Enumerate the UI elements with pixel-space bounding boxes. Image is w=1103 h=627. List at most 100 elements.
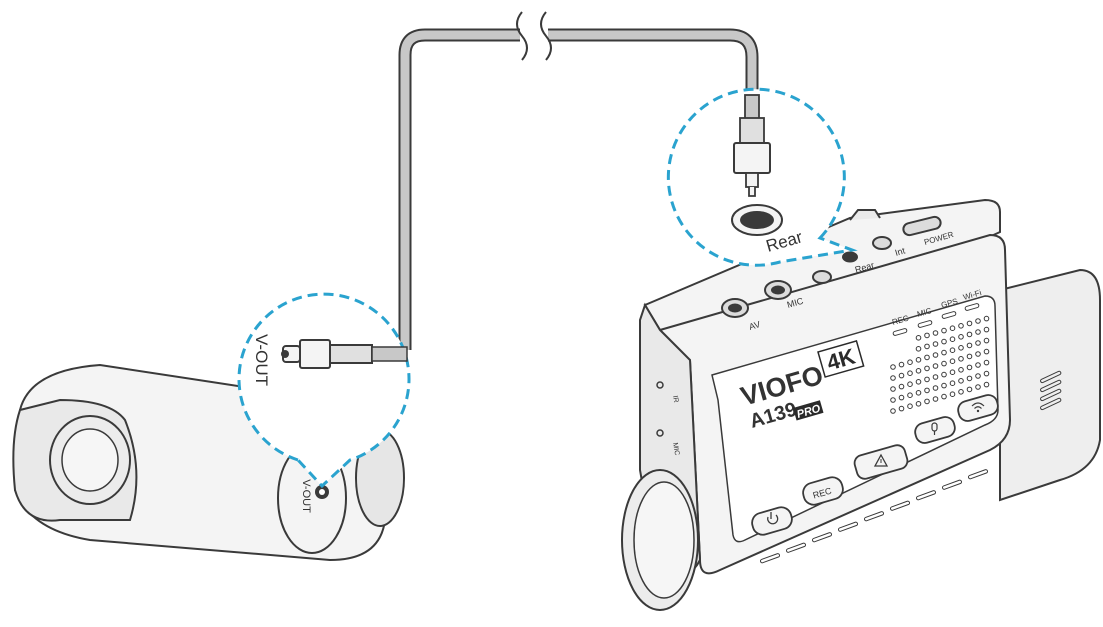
vent-slot: [1040, 379, 1062, 393]
grille-hole: [983, 326, 990, 333]
grille-hole: [924, 376, 930, 383]
grille-hole: [907, 403, 913, 410]
rear-camera-cable: [398, 11, 759, 350]
grille-hole: [983, 381, 990, 388]
grille-hole: [890, 408, 896, 414]
rec-button[interactable]: REC: [801, 475, 846, 507]
grille-hole: [932, 374, 939, 380]
grille-hole: [932, 396, 939, 402]
grille-hole: [898, 361, 905, 368]
vent-slot: [785, 542, 807, 553]
grille-hole: [924, 332, 930, 339]
indicator-wifi-led: [964, 303, 980, 311]
grille-hole: [924, 387, 930, 394]
side-mic-label: MIC: [671, 442, 680, 456]
vent-slot: [915, 490, 937, 501]
grille-hole: [915, 379, 922, 385]
grille-hole: [975, 373, 981, 379]
vent-slot: [1040, 388, 1062, 402]
grille-hole: [949, 358, 956, 365]
grille-hole: [898, 394, 905, 401]
grille-hole: [932, 352, 939, 358]
grille-hole: [915, 357, 922, 363]
microphone-icon: [931, 422, 938, 435]
grille-hole: [949, 380, 956, 387]
int-port: [872, 236, 892, 250]
grille-hole: [932, 385, 939, 391]
int-port-label: Int: [894, 245, 907, 258]
grille-hole: [958, 378, 964, 384]
vent-slot: [967, 469, 989, 480]
indicator-mic-led: [917, 320, 933, 328]
grille-hole: [941, 371, 947, 378]
grille-hole: [907, 381, 913, 388]
grille-hole: [941, 360, 947, 367]
grille-hole: [966, 386, 973, 393]
grille-hole: [941, 327, 947, 334]
vent-slot: [837, 521, 859, 532]
grille-hole: [932, 363, 939, 369]
v-out-callout: V-OUT: [237, 292, 411, 489]
grille-hole: [966, 375, 973, 382]
wifi-button[interactable]: [956, 393, 1000, 423]
av-port-label: AV: [748, 319, 762, 332]
vent-slot: [941, 479, 963, 490]
grille-hole: [949, 369, 956, 376]
vent-slot: [1040, 370, 1062, 384]
grille-hole: [924, 398, 930, 405]
grille-hole: [966, 353, 973, 360]
grille-hole: [958, 356, 964, 362]
emergency-button[interactable]: [853, 443, 910, 480]
power-button[interactable]: [750, 505, 795, 537]
grille-hole: [983, 315, 990, 322]
grille-hole: [941, 349, 947, 356]
grille-hole: [958, 389, 964, 395]
grille-hole: [890, 386, 896, 392]
indicator-gps-label: GPS: [940, 297, 959, 310]
speaker-grille: [890, 315, 990, 414]
grille-hole: [983, 337, 990, 344]
grille-hole: [915, 401, 922, 407]
warning-icon: [873, 453, 889, 467]
grille-hole: [915, 335, 922, 341]
grille-hole: [915, 368, 922, 374]
v-out-port-label: V-OUT: [300, 479, 312, 513]
grille-hole: [966, 320, 973, 327]
vent-slots: [759, 370, 1062, 564]
grille-hole: [975, 318, 981, 324]
v-out-callout-label: V-OUT: [252, 334, 271, 386]
grille-hole: [975, 384, 981, 390]
grille-hole: [975, 351, 981, 357]
grille-hole: [924, 354, 930, 361]
vent-slot: [1040, 397, 1062, 411]
grille-hole: [983, 348, 990, 355]
grille-hole: [924, 365, 930, 372]
indicator-rec-led: [892, 328, 908, 336]
indicator-gps-led: [941, 311, 957, 319]
grille-hole: [966, 342, 973, 349]
grille-hole: [949, 336, 956, 343]
grille-hole: [966, 364, 973, 371]
grille-hole: [975, 329, 981, 335]
vent-slot: [889, 500, 911, 511]
grille-hole: [932, 341, 939, 347]
front-camera: AV MIC Rear Int POWER VIOFO 4K A139 PRO …: [621, 198, 1101, 611]
grille-hole: [949, 347, 956, 354]
grille-hole: [898, 383, 905, 390]
grille-hole: [915, 346, 922, 352]
grille-hole: [975, 340, 981, 346]
grille-hole: [958, 345, 964, 351]
grille-hole: [924, 343, 930, 350]
vent-slot: [811, 532, 833, 543]
rear-port: [842, 251, 858, 263]
grille-hole: [958, 367, 964, 373]
grille-hole: [958, 323, 964, 329]
mic-button[interactable]: [913, 415, 957, 445]
grille-hole: [915, 390, 922, 396]
grille-hole: [890, 397, 896, 403]
grille-hole: [907, 359, 913, 366]
grille-hole: [941, 382, 947, 389]
grille-hole: [949, 325, 956, 332]
grille-hole: [975, 362, 981, 368]
